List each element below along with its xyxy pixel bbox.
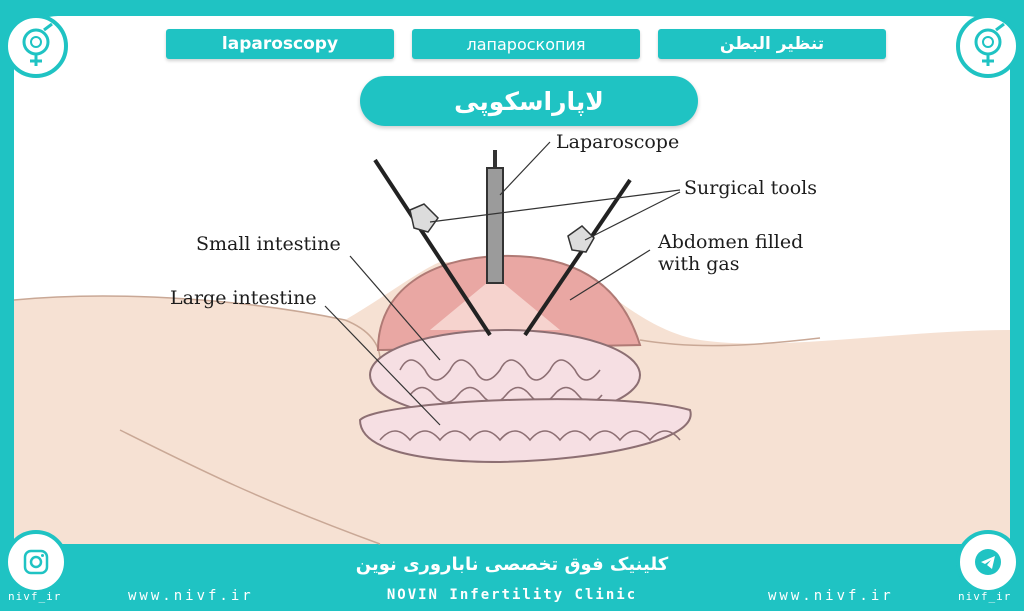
logo-top-left — [4, 14, 68, 78]
tag-laparoscopy-arabic: تنظیر البطن — [658, 29, 886, 59]
fertility-logo-icon — [974, 22, 1005, 66]
website-left[interactable]: www.nivf.ir — [128, 588, 254, 604]
page-title: لاپاراسکوپی — [360, 76, 698, 126]
telegram-button[interactable] — [956, 530, 1020, 594]
laparoscope — [486, 167, 504, 284]
label-abdomen-filled: Abdomen filled — [657, 231, 803, 253]
laparoscope-light-beam — [430, 282, 560, 330]
label-laparoscope: Laparoscope — [556, 131, 679, 153]
telegram-icon — [975, 549, 1001, 575]
logo-top-right — [956, 14, 1020, 78]
instagram-button[interactable] — [4, 530, 68, 594]
abdomen-contour — [13, 295, 381, 361]
fertility-logo-icon — [22, 22, 53, 66]
large-intestine — [358, 398, 692, 464]
website-right[interactable]: www.nivf.ir — [768, 588, 894, 604]
tag-laparoscopy-russian: лапароскопия — [412, 29, 640, 59]
clinic-name-fa: کلینیک فوق تخصصی ناباروری نوین — [355, 554, 669, 575]
instagram-icon — [23, 549, 49, 575]
label-large-intestine: Large intestine — [170, 287, 317, 309]
thigh-contour — [119, 429, 381, 545]
clinic-name-en: NOVIN Infertility Clinic — [386, 587, 638, 603]
tag-laparoscopy: laparoscopy — [166, 29, 394, 59]
handle-right[interactable]: nivf_ir — [958, 590, 1012, 603]
label-with-gas: with gas — [658, 253, 740, 275]
label-surgical-tools: Surgical tools — [684, 177, 817, 199]
surgical-tool-left — [373, 158, 492, 337]
label-small-intestine: Small intestine — [196, 233, 341, 255]
surgical-tool-right — [523, 178, 632, 337]
handle-left[interactable]: nivf_ir — [8, 590, 62, 603]
